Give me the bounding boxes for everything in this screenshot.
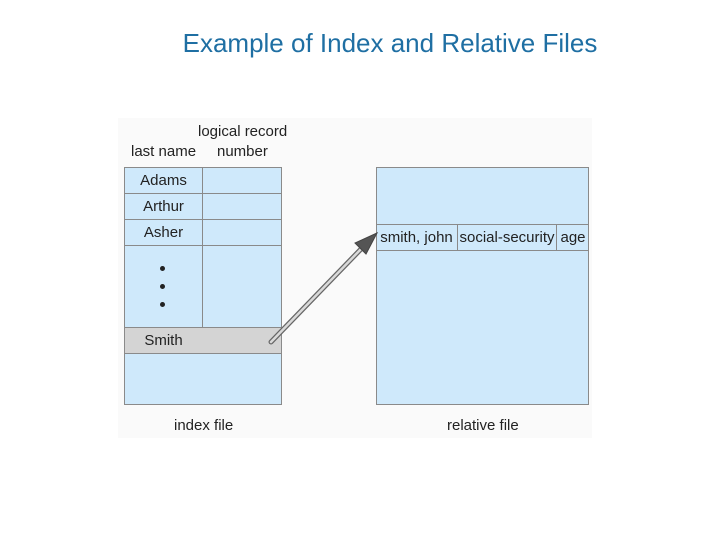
- header-last-name: last name: [131, 143, 197, 160]
- header-number: number: [217, 143, 268, 160]
- index-column-divider: [202, 168, 203, 353]
- record-field-ssn: social-security: [459, 229, 555, 246]
- ellipsis-dot: [160, 284, 165, 289]
- field-divider: [457, 225, 458, 250]
- relative-file-table: smith, john social-security age: [376, 167, 589, 405]
- index-entry-name: Arthur: [143, 198, 184, 215]
- header-logical-record: logical record: [198, 123, 288, 140]
- table-row: Arthur: [125, 194, 281, 220]
- field-divider: [556, 225, 557, 250]
- index-file-caption: index file: [174, 417, 234, 434]
- ellipsis-dot: [160, 302, 165, 307]
- index-entry-name: Adams: [140, 172, 187, 189]
- page-title: Example of Index and Relative Files: [182, 28, 598, 58]
- record-field-name: smith, john: [380, 229, 453, 246]
- relative-file-caption: relative file: [447, 417, 519, 434]
- index-entry-name: Smith: [144, 332, 183, 349]
- ellipsis-dot: [160, 266, 165, 271]
- highlighted-index-row: Smith: [125, 327, 281, 354]
- table-row: Adams: [125, 168, 281, 194]
- relative-record-row: smith, john social-security age: [376, 224, 589, 251]
- record-field-age: age: [560, 229, 586, 246]
- index-file-table: Adams Arthur Asher Smith: [124, 167, 282, 405]
- table-row: Asher: [125, 220, 281, 246]
- index-entry-name: Asher: [143, 224, 184, 241]
